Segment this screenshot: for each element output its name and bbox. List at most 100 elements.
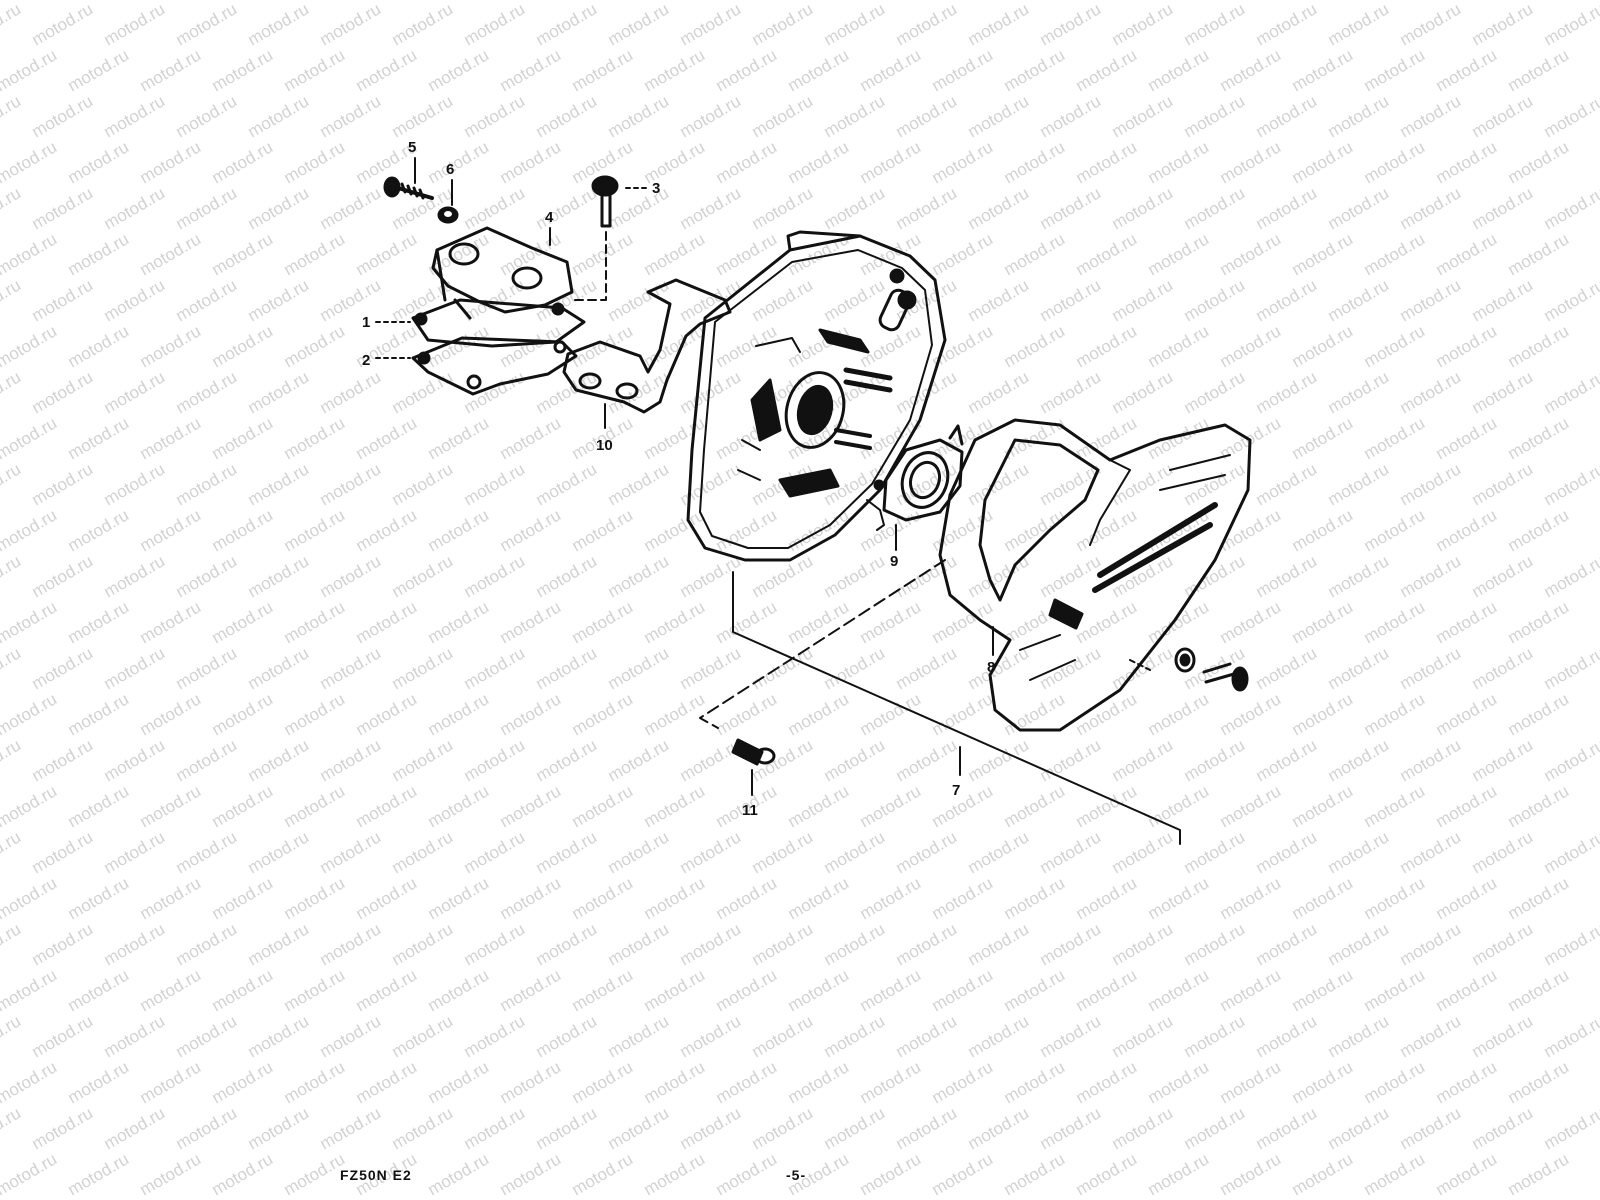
watermark-text: motod.ru <box>497 505 565 555</box>
watermark-text: motod.ru <box>209 1057 277 1107</box>
watermark-text: motod.ru <box>533 1103 601 1153</box>
watermark-text: motod.ru <box>1325 459 1393 509</box>
watermark-text: motod.ru <box>173 1011 241 1061</box>
watermark-text: motod.ru <box>1001 1149 1069 1199</box>
watermark-text: motod.ru <box>641 689 709 739</box>
watermark-text: motod.ru <box>929 689 997 739</box>
watermark-text: motod.ru <box>965 919 1033 969</box>
watermark-text: motod.ru <box>209 45 277 95</box>
watermark-text: motod.ru <box>29 0 97 49</box>
watermark-text: motod.ru <box>281 965 349 1015</box>
watermark-text: motod.ru <box>1541 735 1600 785</box>
watermark-text: motod.ru <box>101 0 169 49</box>
watermark-text: motod.ru <box>317 275 385 325</box>
watermark-text: motod.ru <box>1469 459 1537 509</box>
watermark-text: motod.ru <box>1253 275 1321 325</box>
watermark-text: motod.ru <box>173 643 241 693</box>
watermark-text: motod.ru <box>1325 275 1393 325</box>
watermark-text: motod.ru <box>137 689 205 739</box>
watermark-text: motod.ru <box>209 321 277 371</box>
watermark-text: motod.ru <box>245 275 313 325</box>
watermark-text: motod.ru <box>677 919 745 969</box>
watermark-text: motod.ru <box>569 45 637 95</box>
watermark-text: motod.ru <box>1361 505 1429 555</box>
watermark-text: motod.ru <box>1253 1195 1321 1200</box>
watermark-text: motod.ru <box>605 735 673 785</box>
callout-3: 3 <box>652 180 660 197</box>
watermark-text: motod.ru <box>245 1195 313 1200</box>
watermark-text: motod.ru <box>173 827 241 877</box>
callout-8: 8 <box>987 659 995 676</box>
watermark-text: motod.ru <box>1325 1103 1393 1153</box>
watermark-text: motod.ru <box>461 459 529 509</box>
watermark-text: motod.ru <box>0 413 60 463</box>
watermark-text: motod.ru <box>641 1057 709 1107</box>
watermark-text: motod.ru <box>1109 367 1177 417</box>
watermark-text: motod.ru <box>101 735 169 785</box>
watermark-text: motod.ru <box>1325 827 1393 877</box>
watermark-text: motod.ru <box>1109 643 1177 693</box>
watermark-text: motod.ru <box>29 1011 97 1061</box>
watermark-text: motod.ru <box>1541 1195 1600 1200</box>
watermark-text: motod.ru <box>1145 1149 1213 1199</box>
watermark-text: motod.ru <box>785 0 853 3</box>
watermark-text: motod.ru <box>65 505 133 555</box>
watermark-text: motod.ru <box>1505 0 1573 3</box>
watermark-text: motod.ru <box>461 735 529 785</box>
watermark-text: motod.ru <box>1181 367 1249 417</box>
watermark-text: motod.ru <box>65 1149 133 1199</box>
watermark-text: motod.ru <box>0 1103 24 1153</box>
watermark-text: motod.ru <box>677 459 745 509</box>
watermark-text: motod.ru <box>0 183 24 233</box>
watermark-text: motod.ru <box>533 827 601 877</box>
watermark-text: motod.ru <box>173 0 241 49</box>
watermark-text: motod.ru <box>1037 643 1105 693</box>
watermark-text: motod.ru <box>245 1011 313 1061</box>
watermark-text: motod.ru <box>569 229 637 279</box>
watermark-text: motod.ru <box>1181 275 1249 325</box>
watermark-text: motod.ru <box>1541 1011 1600 1061</box>
watermark-text: motod.ru <box>641 229 709 279</box>
watermark-text: motod.ru <box>1433 1057 1501 1107</box>
watermark-text: motod.ru <box>929 965 997 1015</box>
watermark-text: motod.ru <box>569 781 637 831</box>
watermark-text: motod.ru <box>785 873 853 923</box>
watermark-text: motod.ru <box>173 183 241 233</box>
watermark-text: motod.ru <box>857 597 925 647</box>
watermark-text: motod.ru <box>1361 45 1429 95</box>
watermark-text: motod.ru <box>1145 0 1213 3</box>
watermark-text: motod.ru <box>713 1057 781 1107</box>
watermark-text: motod.ru <box>29 919 97 969</box>
watermark-text: motod.ru <box>1181 183 1249 233</box>
watermark-text: motod.ru <box>29 643 97 693</box>
watermark-text: motod.ru <box>497 597 565 647</box>
watermark-text: motod.ru <box>605 643 673 693</box>
watermark-text: motod.ru <box>1217 0 1285 3</box>
watermark-text: motod.ru <box>1361 1057 1429 1107</box>
watermark-text: motod.ru <box>1037 1103 1105 1153</box>
watermark-text: motod.ru <box>317 367 385 417</box>
watermark-text: motod.ru <box>281 1149 349 1199</box>
watermark-text: motod.ru <box>857 137 925 187</box>
watermark-text: motod.ru <box>857 873 925 923</box>
watermark-text: motod.ru <box>1253 367 1321 417</box>
watermark-text: motod.ru <box>101 551 169 601</box>
watermark-text: motod.ru <box>749 1011 817 1061</box>
watermark-text: motod.ru <box>749 183 817 233</box>
watermark-text: motod.ru <box>893 827 961 877</box>
watermark-text: motod.ru <box>137 321 205 371</box>
watermark-text: motod.ru <box>1109 91 1177 141</box>
watermark-text: motod.ru <box>245 91 313 141</box>
watermark-text: motod.ru <box>1505 597 1573 647</box>
watermark-text: motod.ru <box>1505 229 1573 279</box>
watermark-text: motod.ru <box>677 1011 745 1061</box>
watermark-text: motod.ru <box>353 229 421 279</box>
part-3-bolt <box>574 175 649 301</box>
watermark-text: motod.ru <box>1037 827 1105 877</box>
watermark-text: motod.ru <box>317 183 385 233</box>
watermark-text: motod.ru <box>1397 0 1465 49</box>
watermark-text: motod.ru <box>425 873 493 923</box>
watermark-text: motod.ru <box>353 1057 421 1107</box>
watermark-text: motod.ru <box>353 505 421 555</box>
